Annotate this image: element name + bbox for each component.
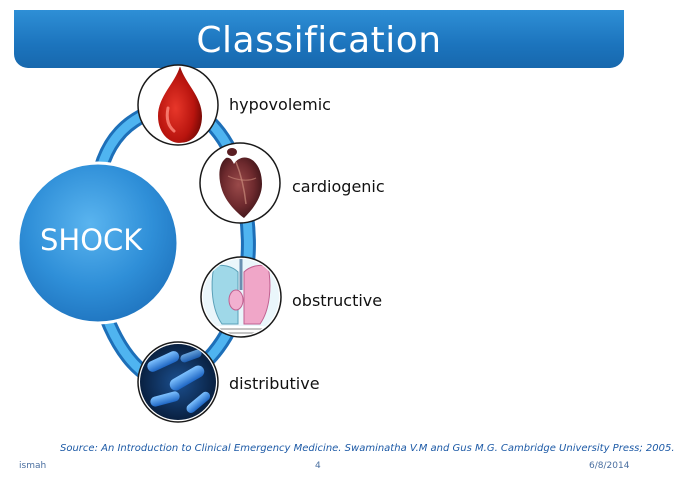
footer-date: 6/8/2014 <box>589 461 630 471</box>
category-label-cardiogenic: cardiogenic <box>292 177 385 196</box>
slide: Classification <box>14 10 675 471</box>
category-label-hypovolemic: hypovolemic <box>229 95 331 114</box>
shock-label: SHOCK <box>40 223 143 257</box>
shock-classification-diagram <box>16 64 282 423</box>
slide-title: Classification <box>196 20 442 61</box>
category-label-distributive: distributive <box>229 374 320 393</box>
shock-circle <box>16 161 180 325</box>
lungs-icon <box>200 256 282 338</box>
category-label-obstructive: obstructive <box>292 291 383 310</box>
bacteria-icon <box>137 341 219 423</box>
title-banner <box>14 10 624 68</box>
footer-author: ismah <box>19 461 47 471</box>
footer-page-number: 4 <box>315 461 321 471</box>
source-citation: Source: An Introduction to Clinical Emer… <box>60 443 675 454</box>
heart-icon <box>199 142 281 224</box>
blood-drop-icon <box>137 64 219 146</box>
